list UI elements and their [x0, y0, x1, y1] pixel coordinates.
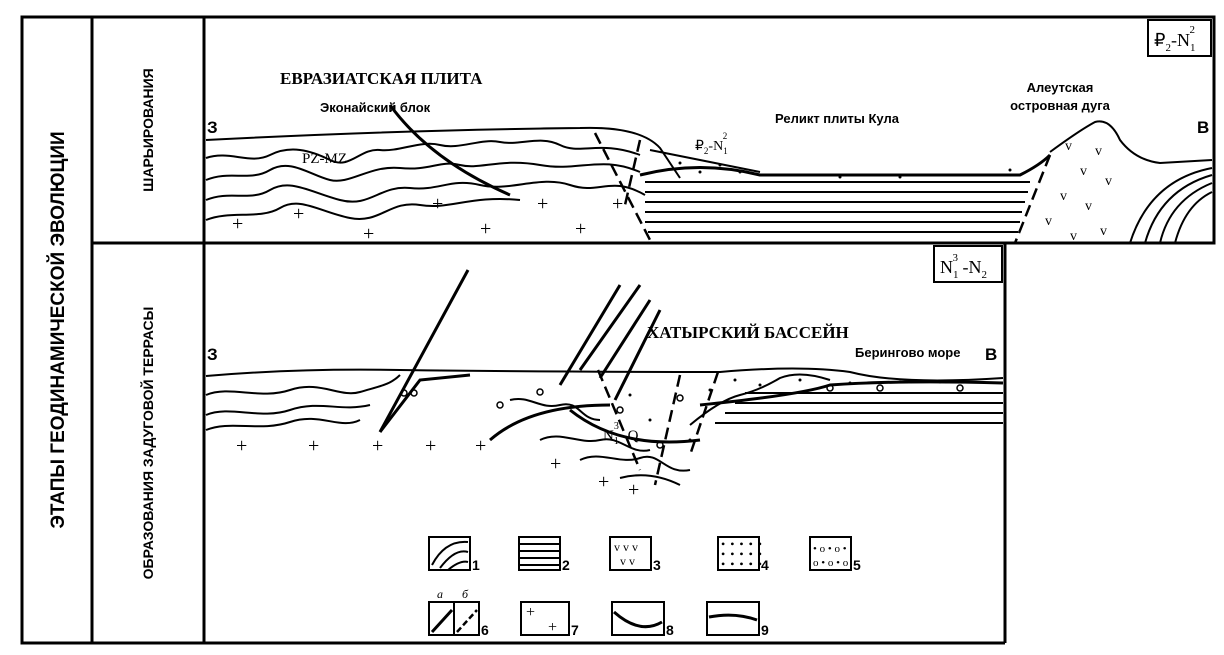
east-label-top: В [1197, 118, 1209, 137]
svg-text:• • • • •: • • • • • [721, 537, 763, 551]
legend-item-7: + + 7 [520, 601, 579, 638]
svg-text:+: + [293, 203, 304, 225]
granite-marks-bottom: + + + + + + + + [236, 435, 639, 501]
svg-text:v: v [1100, 224, 1107, 239]
svg-text:v v v: v v v [614, 540, 638, 554]
block-label: Эконайский блок [320, 100, 431, 115]
svg-text:8: 8 [666, 622, 674, 638]
top-age-box: ₽2-N12 [1147, 19, 1212, 57]
svg-text:+: + [425, 435, 436, 457]
legend-item-6: а б 6 [428, 587, 489, 638]
svg-text:v: v [1060, 189, 1067, 204]
legend-item-5: • o • o • o • o • o 5 [809, 536, 861, 573]
table-frame [20, 15, 1216, 645]
svg-text:+: + [526, 604, 535, 621]
svg-text:6: 6 [481, 622, 489, 638]
stages-title: ЭТАПЫ ГЕОДИНАМИЧЕСКОЙ ЭВОЛЮЦИИ [47, 131, 69, 528]
svg-text:+: + [232, 213, 243, 235]
svg-text:а: а [437, 587, 443, 601]
arc-label-1: Алеутская [1027, 80, 1094, 95]
basin-label: ХАТЫРСКИЙ БАССЕЙН [647, 323, 849, 342]
svg-text:v: v [1065, 139, 1072, 154]
svg-text:+: + [308, 435, 319, 457]
svg-text:+: + [363, 223, 374, 245]
svg-text:б: б [462, 587, 469, 601]
stage-top-label: ШАРЬИРОВАНИЯ [140, 68, 156, 191]
pzmz-label: PZ-MZ [302, 151, 347, 167]
svg-text:7: 7 [571, 622, 579, 638]
svg-text:• o • o •: • o • o • [813, 543, 847, 555]
legend-item-8: 8 [611, 601, 674, 638]
svg-text:v: v [1095, 144, 1102, 159]
svg-text:• • • • •: • • • • • [721, 547, 763, 561]
svg-text:o • o • o: o • o • o [813, 557, 849, 569]
svg-text:+: + [480, 218, 491, 240]
relict-label: Реликт плиты Кула [775, 111, 900, 126]
arc-label-2: островная дуга [1010, 98, 1111, 113]
bottom-section-drawing: + + + + + + + + [205, 269, 1004, 501]
svg-text:+: + [432, 193, 443, 215]
east-label-bottom: В [985, 345, 997, 364]
svg-text:+: + [475, 435, 486, 457]
sed-age-label: ₽2-N12 [695, 131, 728, 156]
svg-text:2: 2 [562, 557, 570, 573]
svg-text:v: v [1070, 229, 1077, 244]
west-label-top: З [207, 118, 218, 137]
svg-text:+: + [548, 619, 557, 636]
svg-text:1: 1 [472, 557, 480, 573]
plate-label: ЕВРАЗИАТСКАЯ ПЛИТА [280, 69, 483, 88]
svg-text:• • • • •: • • • • • [721, 557, 763, 571]
legend-item-9: 9 [706, 601, 769, 638]
svg-text:5: 5 [853, 557, 861, 573]
svg-text:9: 9 [761, 622, 769, 638]
granite-marks: + + + + + + + + [232, 193, 623, 245]
svg-text:v: v [1045, 214, 1052, 229]
legend-item-2: 2 [518, 536, 570, 573]
legend-item-3: v v vv v 3 [609, 536, 661, 573]
svg-text:v: v [1080, 164, 1087, 179]
svg-text:+: + [628, 479, 639, 501]
svg-text:+: + [236, 435, 247, 457]
svg-text:+: + [537, 193, 548, 215]
svg-text:v v: v v [620, 554, 635, 568]
svg-text:4: 4 [761, 557, 769, 573]
svg-text:+: + [598, 471, 609, 493]
sea-label: Берингово море [855, 345, 960, 360]
svg-text:3: 3 [653, 557, 661, 573]
svg-text:+: + [372, 435, 383, 457]
stage-bottom-label: ОБРАЗОВАНИЯ ЗАДУГОВОЙ ТЕРРАСЫ [139, 307, 156, 580]
legend-item-4: • • • • •• • • • •• • • • • 4 [717, 536, 769, 573]
svg-text:₽2-N12: ₽2-N12 [1154, 24, 1195, 54]
west-label-bottom: З [207, 345, 218, 364]
svg-text:+: + [575, 218, 586, 240]
legend-item-1: 1 [428, 536, 480, 573]
bottom-age-box: N13 -N2 [933, 245, 1003, 283]
legend: 1 2 v v vv v 3 • • • • •• • • • •• • • •… [428, 536, 861, 638]
svg-text:v: v [1085, 199, 1092, 214]
svg-text:N13 -N2: N13 -N2 [940, 252, 987, 281]
svg-text:v: v [1105, 174, 1112, 189]
svg-text:+: + [612, 193, 623, 215]
svg-text:+: + [550, 453, 561, 475]
